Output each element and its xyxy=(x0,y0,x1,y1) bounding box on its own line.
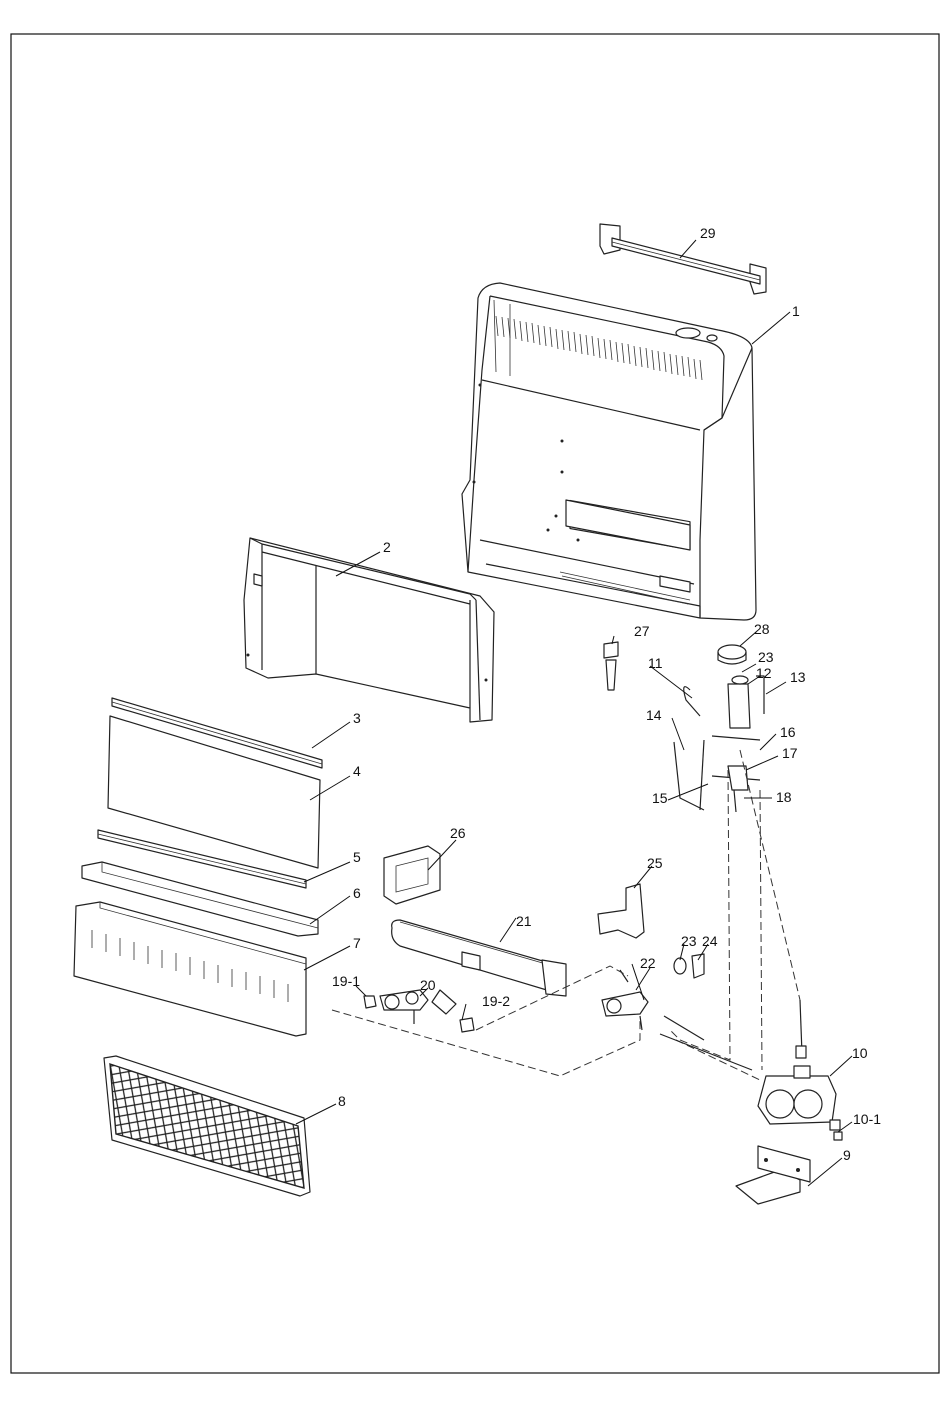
label-23-mid: 23 xyxy=(681,933,697,949)
label-16: 16 xyxy=(780,724,796,740)
part-20-thermocouple-fitting xyxy=(380,990,456,1024)
label-24: 24 xyxy=(702,933,718,949)
label-23-top: 23 xyxy=(758,649,774,665)
label-8: 8 xyxy=(338,1093,346,1109)
part-2-firebox-panel xyxy=(244,538,494,722)
label-14: 14 xyxy=(646,707,662,723)
part-pilot-assembly xyxy=(674,676,764,812)
part-25-pilot-bracket xyxy=(598,884,644,938)
label-29: 29 xyxy=(700,225,716,241)
part-19-2-fitting xyxy=(460,1018,474,1032)
label-12: 12 xyxy=(756,665,772,681)
label-19-2: 19-2 xyxy=(482,993,510,1009)
label-13: 13 xyxy=(790,669,806,685)
label-22: 22 xyxy=(640,955,656,971)
label-15: 15 xyxy=(652,790,668,806)
label-10-1: 10-1 xyxy=(853,1111,881,1127)
label-1: 1 xyxy=(792,303,800,319)
part-27-spark-igniter xyxy=(604,642,618,690)
label-25: 25 xyxy=(647,855,663,871)
label-27: 27 xyxy=(634,623,650,639)
label-28: 28 xyxy=(754,621,770,637)
label-6: 6 xyxy=(353,885,361,901)
part-22-gas-valve-fitting xyxy=(602,970,648,1030)
part-21-burner-tube xyxy=(392,920,566,996)
connection-lines xyxy=(332,750,800,1080)
part-9-valve-bracket xyxy=(736,1146,810,1204)
label-11: 11 xyxy=(648,655,663,671)
label-20: 20 xyxy=(420,977,436,993)
part-19-1-fitting xyxy=(364,996,376,1008)
part-29-wall-bracket xyxy=(600,224,766,294)
label-17: 17 xyxy=(782,745,798,761)
label-3: 3 xyxy=(353,710,361,726)
part-28-control-knob xyxy=(718,645,746,664)
label-10: 10 xyxy=(852,1045,868,1061)
label-19-1: 19-1 xyxy=(332,973,360,989)
label-26: 26 xyxy=(450,825,466,841)
label-2: 2 xyxy=(383,539,391,555)
part-1-cabinet xyxy=(462,283,756,620)
part-10-gas-control-valve xyxy=(758,1000,836,1124)
label-4: 4 xyxy=(353,763,361,779)
label-7: 7 xyxy=(353,935,361,951)
label-9: 9 xyxy=(843,1147,851,1163)
label-5: 5 xyxy=(353,849,361,865)
part-8-mesh-grille xyxy=(104,1056,310,1196)
label-21: 21 xyxy=(516,913,532,929)
part-26-mounting-plate xyxy=(384,846,440,904)
label-18: 18 xyxy=(776,789,792,805)
